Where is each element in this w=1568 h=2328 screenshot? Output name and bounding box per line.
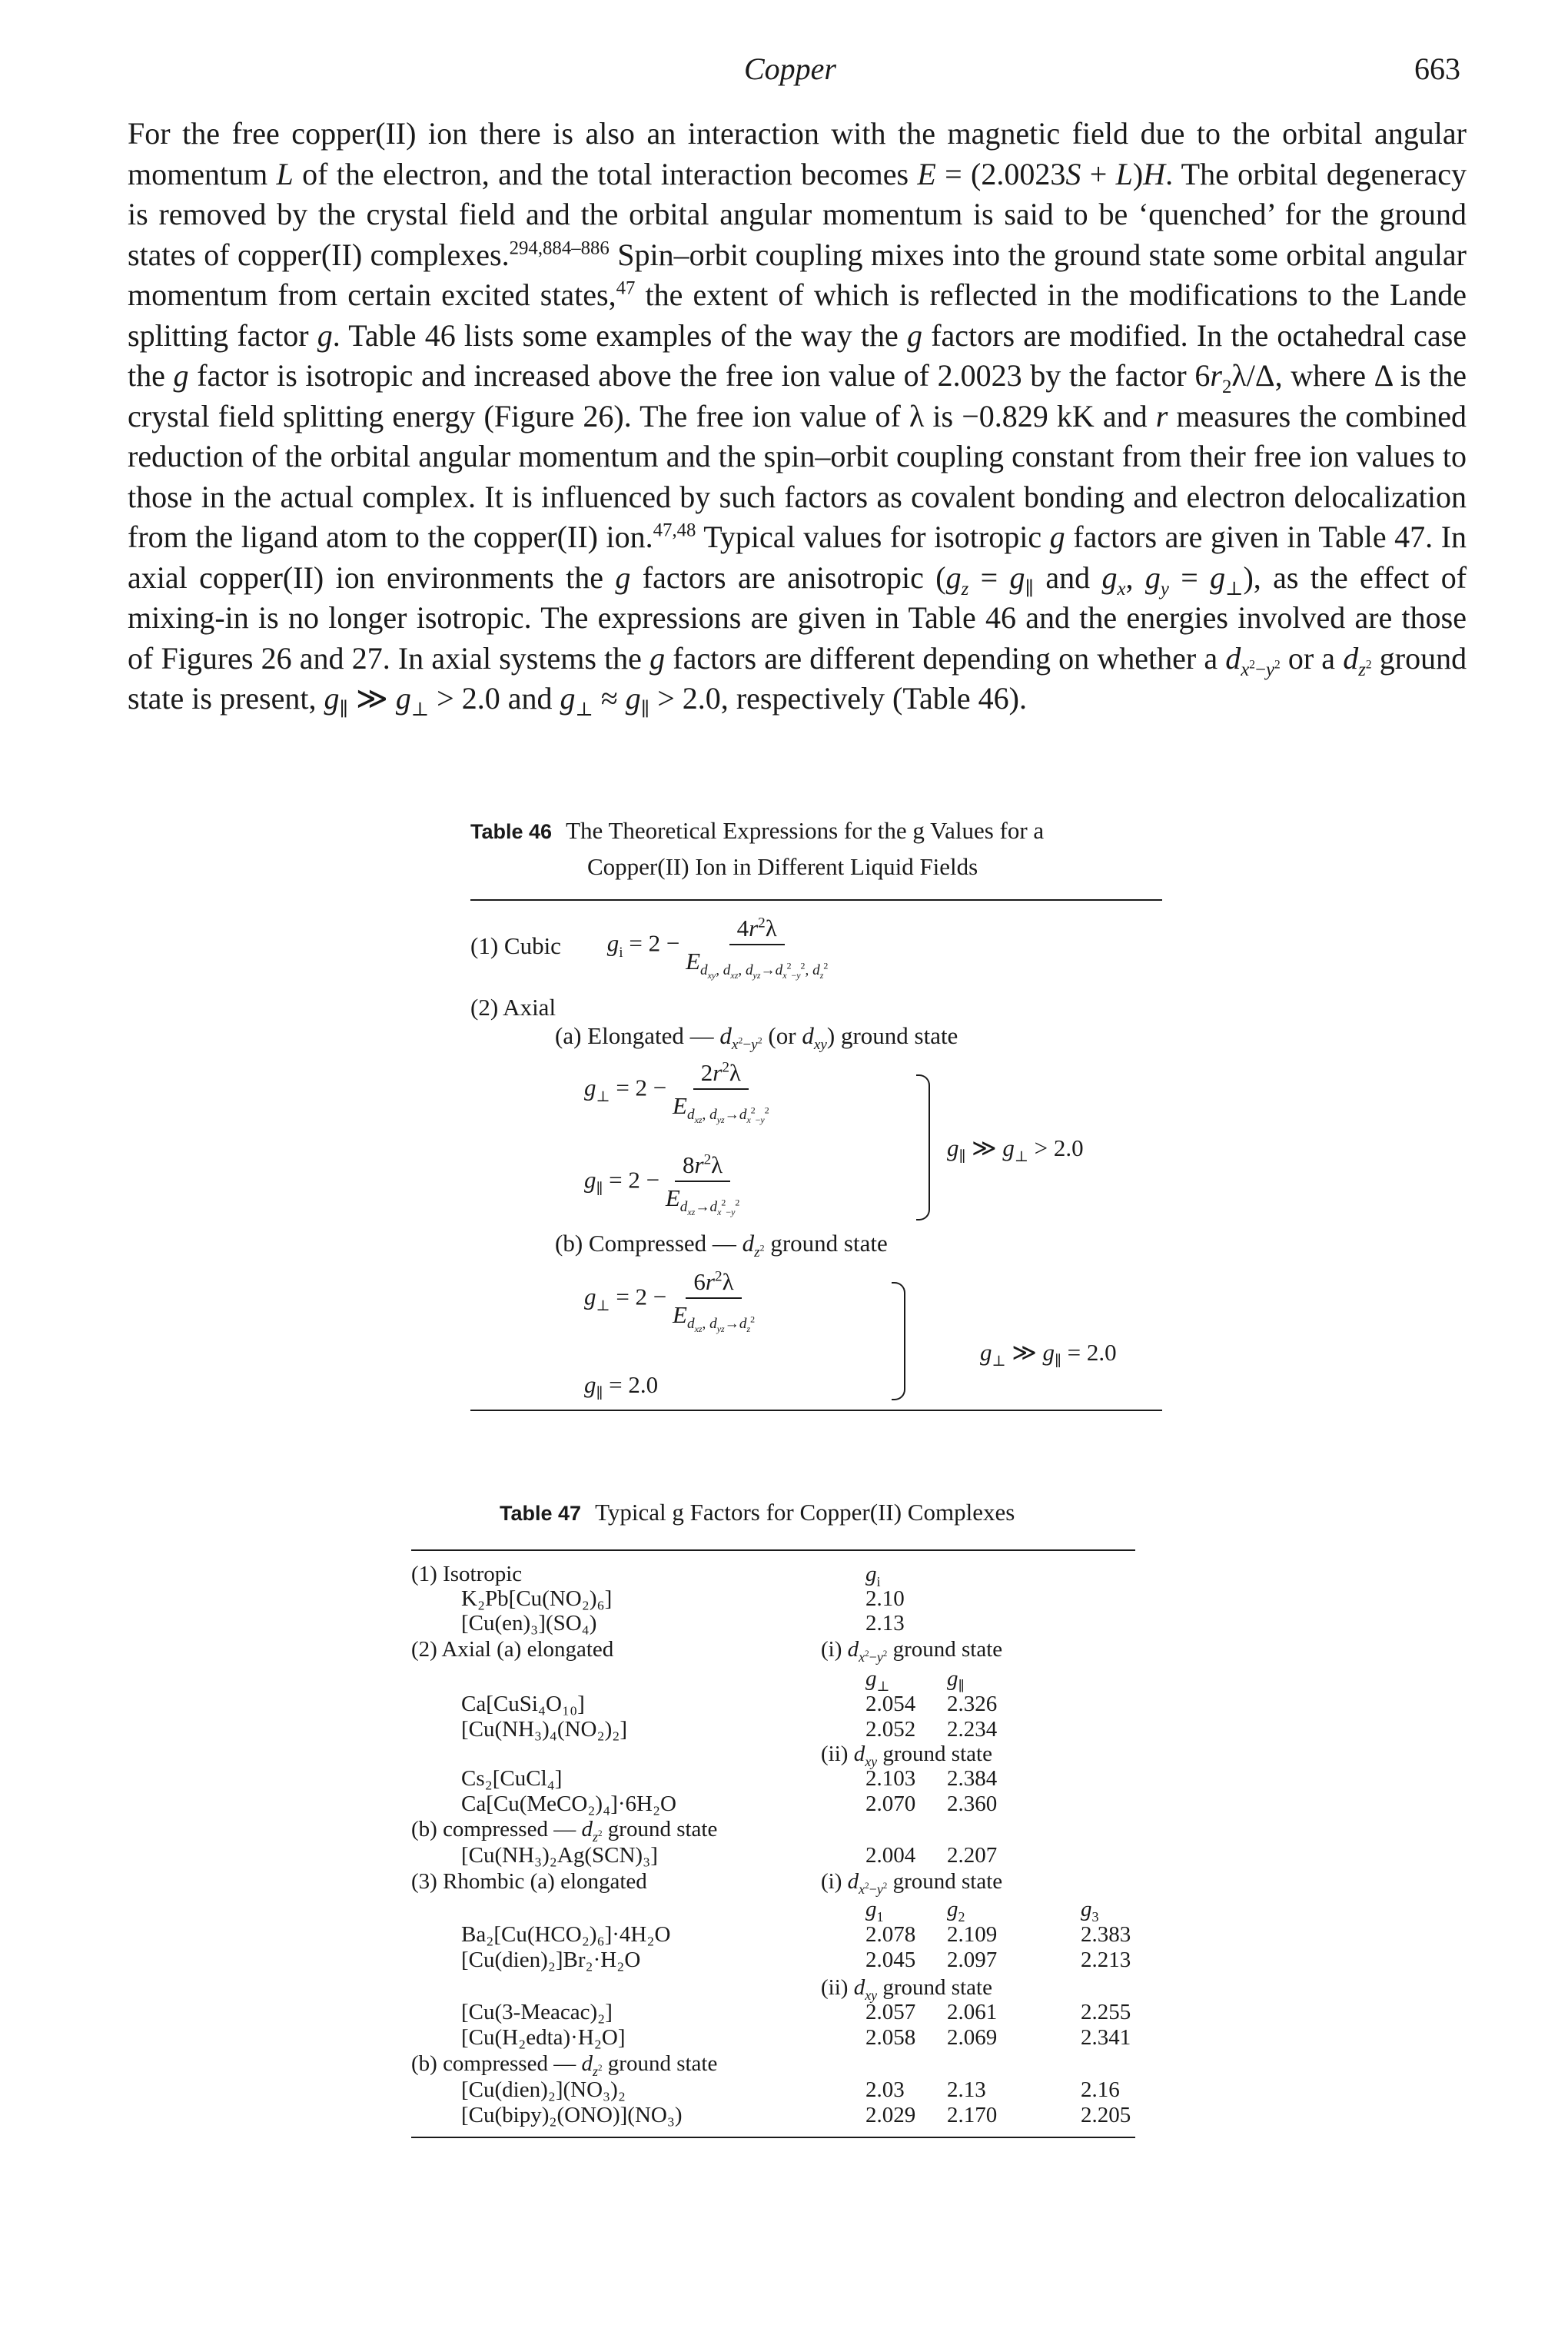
table47-value: 2.207 <box>947 1843 998 1868</box>
page-number: 663 <box>1414 51 1460 86</box>
table47-value: 2.052 <box>865 1717 916 1742</box>
table47-compound: [Cu(bipy)₂(ONO)](NO₃) <box>461 2103 683 2127</box>
table47-value: 2.326 <box>947 1692 998 1716</box>
table46-g-par-compressed: g∥ = 2.0 <box>584 1371 659 1403</box>
table47-compound: K₂Pb[Cu(NO₂)₆] <box>461 1586 613 1611</box>
table46-top-rule <box>470 899 1162 901</box>
table47-value: 2.097 <box>947 1948 998 1972</box>
table47-section-label: (1) Isotropic <box>411 1562 523 1586</box>
table47-compound: Ba₂[Cu(HCO₂)₆]·4H₂O <box>461 1922 671 1947</box>
table47-value: 2.069 <box>947 2025 998 2050</box>
table47-value: 2.070 <box>865 1792 916 1816</box>
table46-compressed-heading: (b) Compressed — dz2 ground state <box>555 1230 888 1261</box>
running-title: Copper <box>744 51 836 86</box>
table47-value: 2.045 <box>865 1948 916 1972</box>
reference-superscript: 47 <box>616 277 636 299</box>
table47-section-label: (3) Rhombic (a) elongated <box>411 1869 647 1894</box>
table47-value: 2.360 <box>947 1792 998 1816</box>
table47-value: 2.078 <box>865 1922 916 1947</box>
table47-ground-state-heading: (ii) dxy ground state <box>821 1975 992 2003</box>
table47-value: 2.004 <box>865 1843 916 1868</box>
table47-compound: Cs₂[CuCl₄] <box>461 1766 563 1791</box>
reference-superscript: 294,884–886 <box>509 237 610 259</box>
table47-value: 2.205 <box>1081 2103 1131 2127</box>
page-header: Copper 663 <box>0 51 1568 89</box>
table47-value: 2.13 <box>865 1611 905 1636</box>
table47-value: 2.170 <box>947 2103 998 2127</box>
table47-value: 2.058 <box>865 2025 916 2050</box>
table47-compound: [Cu(NH₃)₄(NO₂)₂] <box>461 1717 627 1742</box>
body-paragraph: For the free copper(II) ion there is als… <box>128 116 1467 720</box>
table46-elongated-heading: (a) Elongated — dx2−y2 (or dxy) ground s… <box>555 1022 958 1054</box>
table47-value: 2.029 <box>865 2103 916 2127</box>
table47-section-label: (b) compressed — dz2 ground state <box>411 2051 718 2079</box>
table47-value: 2.057 <box>865 2000 916 2024</box>
table47-value: 2.255 <box>1081 2000 1131 2024</box>
table47-value: 2.213 <box>1081 1948 1131 1972</box>
table47-value: 2.341 <box>1081 2025 1131 2050</box>
table47-value: 2.061 <box>947 2000 998 2024</box>
table47-value: 2.109 <box>947 1922 998 1947</box>
table46-brace-elongated <box>916 1074 930 1220</box>
table46-elongated-relation: g∥ ≫ g⊥ > 2.0 <box>947 1134 1084 1166</box>
table47-compound: [Cu(NH₃)₂Ag(SCN)₃] <box>461 1843 658 1868</box>
table47-col-header: g∥ <box>947 1666 965 1694</box>
table47-col-header: gi <box>865 1562 881 1589</box>
table47-bottom-rule <box>411 2137 1135 2138</box>
table47-compound: [Cu(en)₃](SO₄) <box>461 1611 597 1636</box>
table46-compressed-relation: g⊥ ≫ g∥ = 2.0 <box>980 1339 1117 1370</box>
table47-top-rule <box>411 1549 1135 1551</box>
table47-ground-state-heading: (i) dx2−y2 ground state <box>821 1637 1003 1665</box>
table47-ground-state-heading: (i) dx2−y2 ground state <box>821 1869 1003 1897</box>
table47-col-header: g1 <box>865 1897 884 1925</box>
table47-col-header: g⊥ <box>865 1666 890 1694</box>
reference-superscript: 47,48 <box>653 520 696 541</box>
table47-compound: [Cu(3-Meacac)₂] <box>461 2000 613 2024</box>
table47-value: 2.03 <box>865 2077 905 2102</box>
table47-compound: [Cu(H₂edta)·H₂O] <box>461 2025 626 2050</box>
table47-value: 2.234 <box>947 1717 998 1742</box>
table47-section-label: (b) compressed — dz2 ground state <box>411 1817 718 1845</box>
table47-compound: Ca[Cu(MeCO₂)₄]·6H₂O <box>461 1792 677 1816</box>
table47-value: 2.103 <box>865 1766 916 1791</box>
table47-value: 2.16 <box>1081 2077 1120 2102</box>
table47-compound: [Cu(dien)₂](NO₃)₂ <box>461 2077 626 2102</box>
table47-compound: Ca[CuSi₄O₁₀] <box>461 1692 585 1716</box>
table47-value: 2.054 <box>865 1692 916 1716</box>
table47-section-label: (2) Axial (a) elongated <box>411 1637 614 1662</box>
table47-value: 2.10 <box>865 1586 905 1611</box>
table47-value: 2.384 <box>947 1766 998 1791</box>
table47-compound: [Cu(dien)₂]Br₂·H₂O <box>461 1948 641 1972</box>
table47-value: 2.383 <box>1081 1922 1131 1947</box>
table47-col-header: g2 <box>947 1897 965 1925</box>
table46-brace-compressed <box>892 1282 905 1400</box>
table47-ground-state-heading: (ii) dxy ground state <box>821 1742 992 1769</box>
table47-col-header: g3 <box>1081 1897 1099 1925</box>
table46-axial-label: (2) Axial <box>470 994 556 1021</box>
table46-bottom-rule <box>470 1410 1162 1411</box>
table47-value: 2.13 <box>947 2077 986 2102</box>
